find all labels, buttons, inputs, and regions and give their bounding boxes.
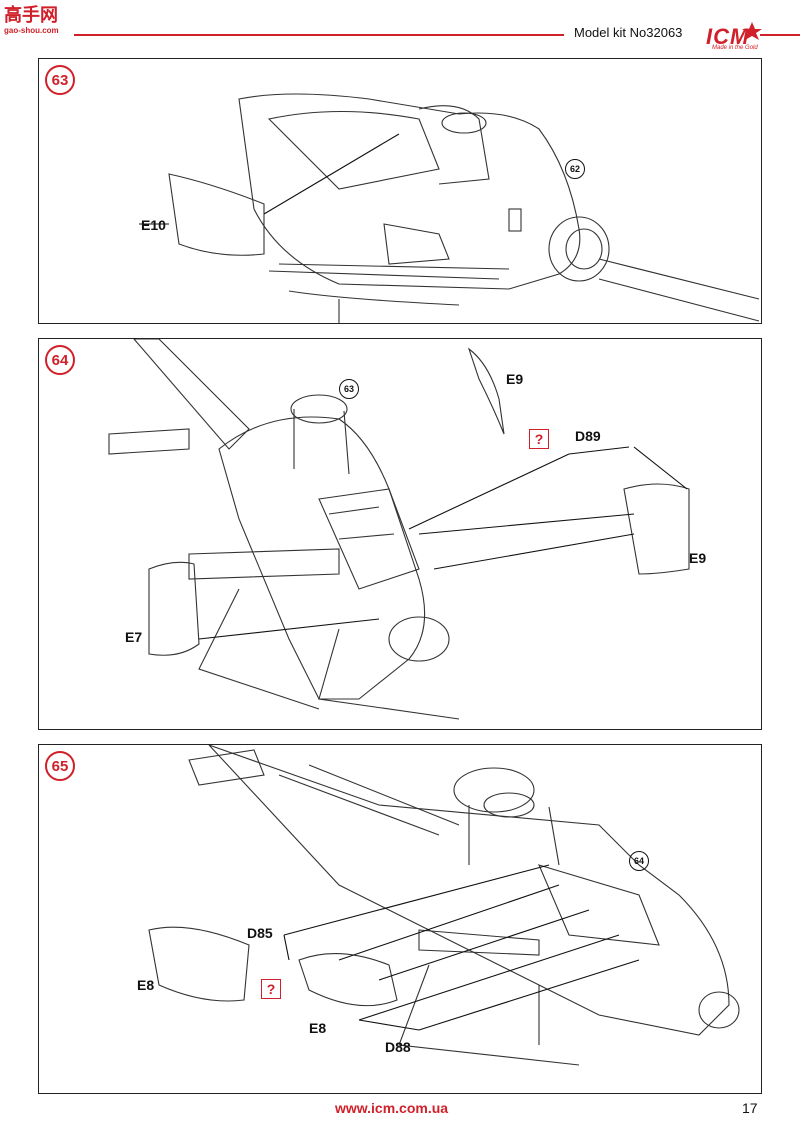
helicopter-illustration [148, 745, 740, 1066]
part-label: E8 [137, 977, 155, 993]
kit-label: Model kit No32063 [574, 25, 683, 40]
part-label: E10 [141, 217, 166, 233]
footer-url[interactable]: www.icm.com.ua [335, 1100, 449, 1116]
part-label: D89 [575, 428, 601, 444]
header-rule-right [760, 34, 800, 36]
header-rule-left [74, 34, 564, 36]
step-panel-63: 63 62 E10 [38, 58, 762, 324]
step-number-badge: 65 [45, 751, 75, 781]
site-logo-url: gao-shou.com [4, 26, 59, 35]
part-label: E8 [309, 1020, 327, 1036]
step-number-badge: 63 [45, 65, 75, 95]
brand-logo: ICM Made in the Gold [692, 18, 788, 54]
part-label: E9 [506, 371, 524, 387]
step-panel-64: 64 63 E9 ? D89 E9 E7 [38, 338, 762, 730]
helicopter-illustration [108, 339, 690, 720]
step-panel-65: 65 64 D85 E8 ? E8 D88 [38, 744, 762, 1094]
part-label: E7 [125, 629, 143, 645]
part-label: D88 [385, 1039, 411, 1055]
question-icon: ? [261, 979, 281, 999]
part-label: D85 [247, 925, 273, 941]
site-logo-text: 高手网 [4, 5, 58, 26]
site-logo[interactable]: 高手网 gao-shou.com [4, 6, 72, 40]
reference-step-badge: 63 [339, 379, 359, 399]
helicopter-illustration [139, 93, 760, 323]
brand-tagline: Made in the Gold [712, 45, 758, 51]
reference-step-badge: 64 [629, 851, 649, 871]
reference-step-badge: 62 [565, 159, 585, 179]
question-icon: ? [529, 429, 549, 449]
brand-name: ICM [706, 24, 750, 49]
brand-star-icon [742, 22, 762, 40]
page-number: 17 [742, 1100, 758, 1116]
step-number-badge: 64 [45, 345, 75, 375]
part-label: E9 [689, 550, 707, 566]
